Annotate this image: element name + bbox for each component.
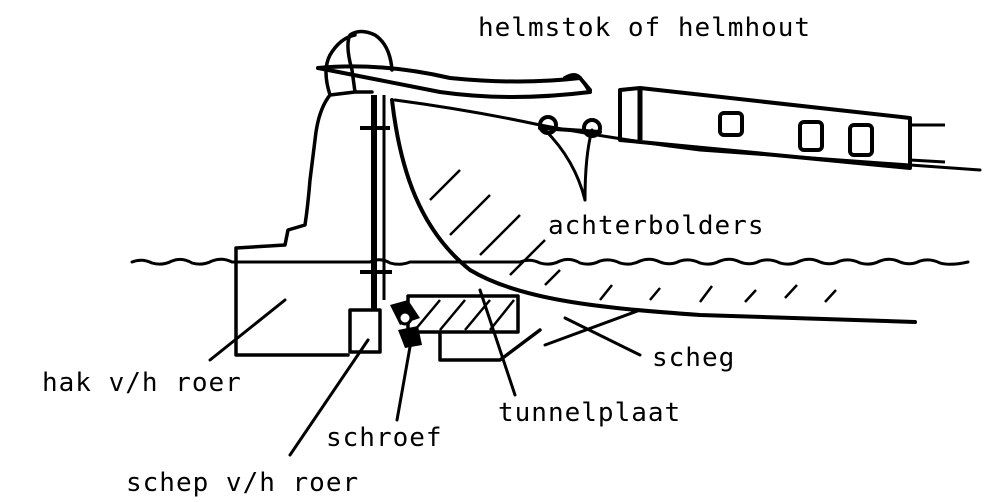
label-scheg: scheg xyxy=(652,343,735,373)
tiller-tip xyxy=(563,73,592,92)
tunnel-hatching xyxy=(414,299,515,331)
label-helmstok: helmstok of helmhout xyxy=(478,13,811,43)
label-schep: schep v/h roer xyxy=(126,468,359,498)
skeg xyxy=(438,328,542,362)
waterline xyxy=(130,257,970,266)
hull-stern xyxy=(390,98,917,324)
rudder-top xyxy=(324,33,357,97)
rudder-outline xyxy=(234,29,394,357)
label-achterbolders: achterbolders xyxy=(548,211,765,241)
leader-lines xyxy=(208,128,642,457)
label-tunnelplaat: tunnelplaat xyxy=(498,398,681,428)
label-hak: hak v/h roer xyxy=(42,368,242,398)
hull-deck-line xyxy=(393,98,982,172)
propeller-icon xyxy=(390,300,422,348)
cabin xyxy=(618,86,912,170)
cabin-window-1 xyxy=(718,111,744,137)
label-schroef: schroef xyxy=(326,423,443,453)
cabin-window-3 xyxy=(848,123,874,157)
cabin-window-2 xyxy=(798,120,824,152)
rudder-blade xyxy=(348,308,382,354)
tiller xyxy=(316,64,592,99)
